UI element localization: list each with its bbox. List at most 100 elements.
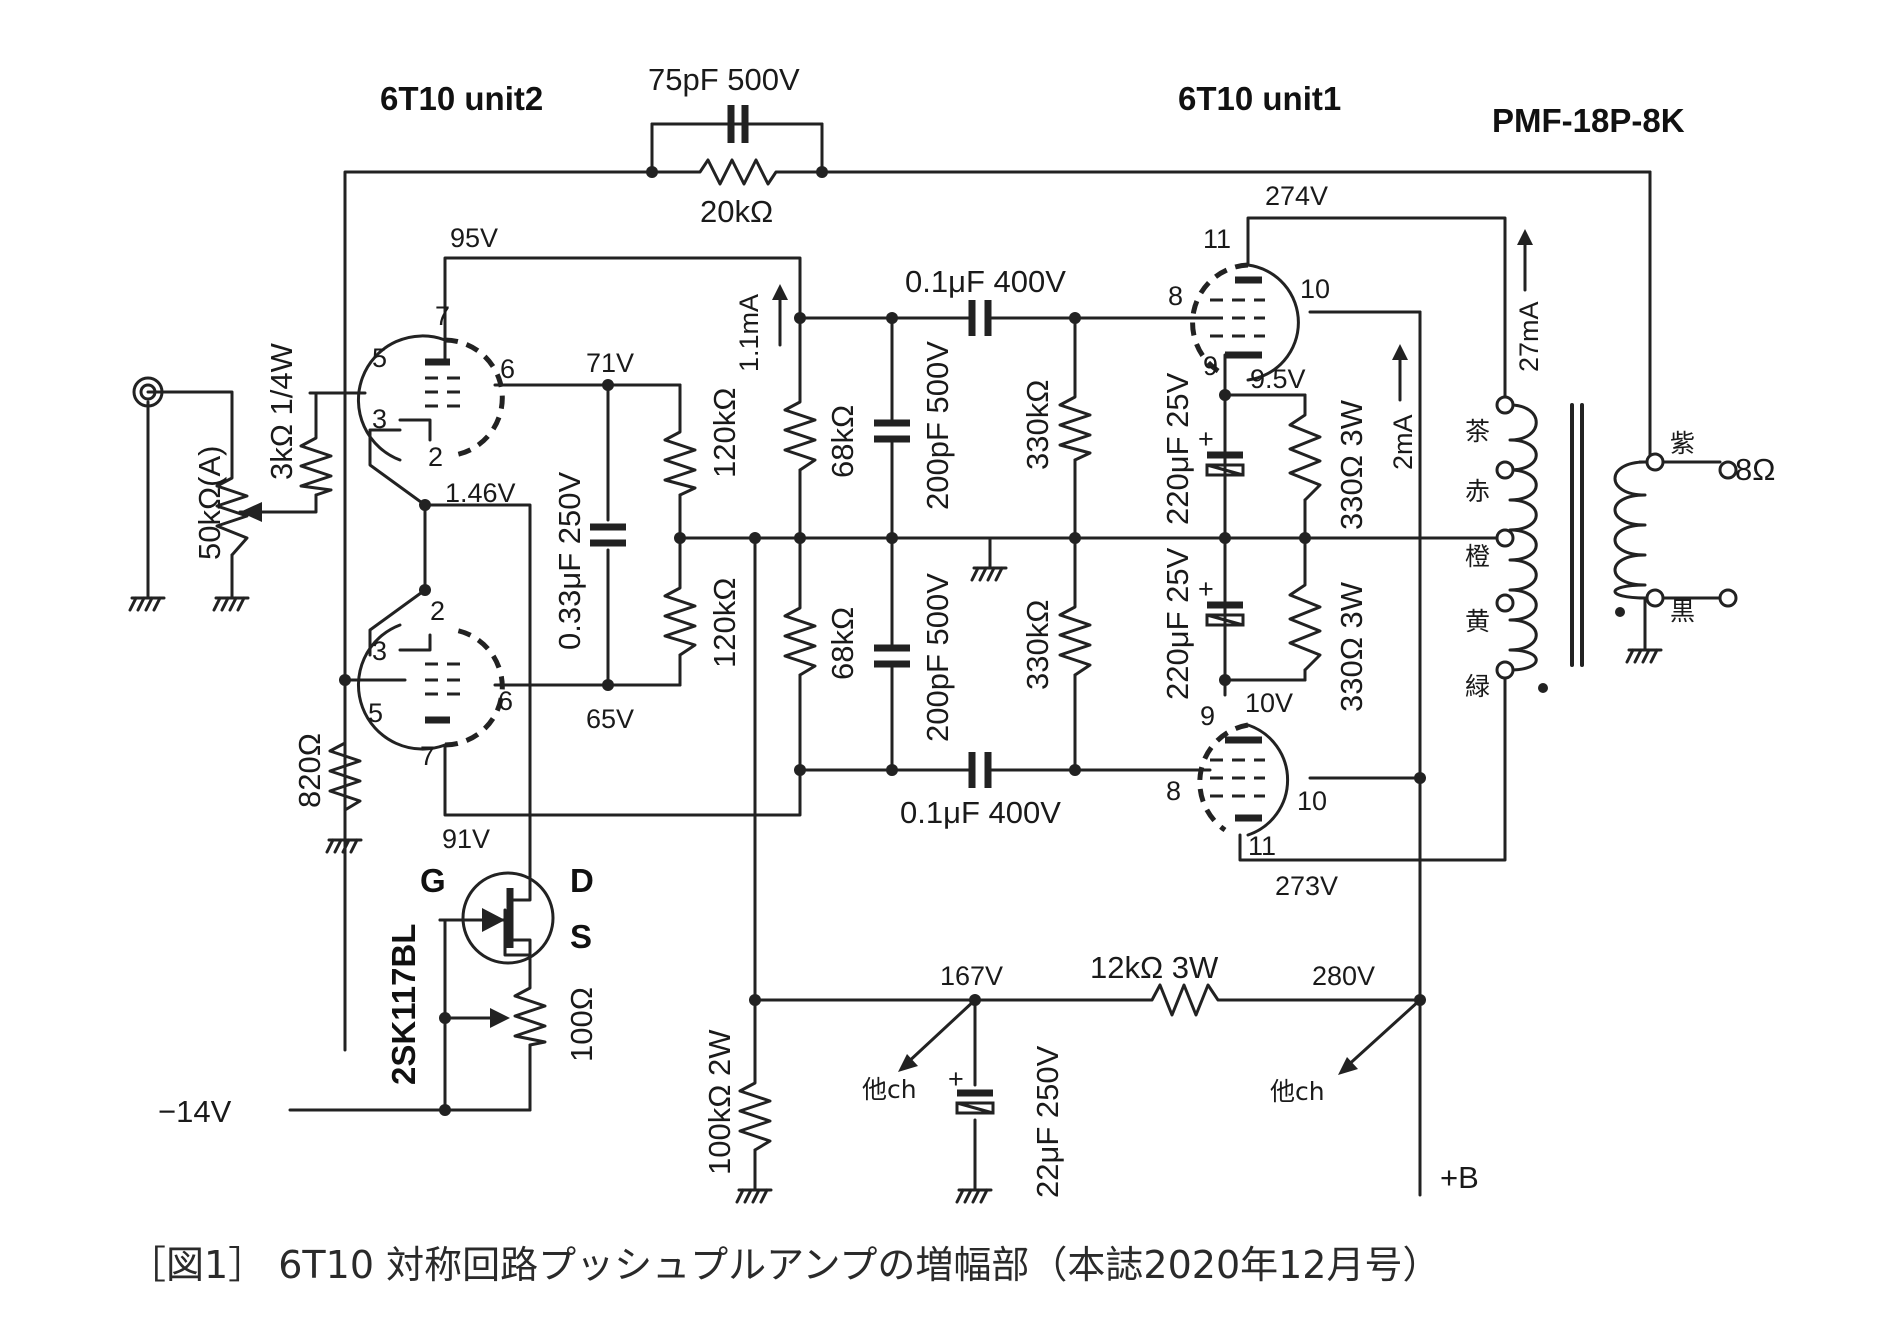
fet-d-label: D <box>570 862 594 899</box>
wires <box>146 122 1722 1197</box>
voltage-10v: 10V <box>1245 688 1293 718</box>
transformer-model: PMF-18P-8K <box>1492 102 1685 139</box>
cap-0-1uf-top-label: 0.1μF 400V <box>905 264 1066 299</box>
svg-text:+: + <box>948 1064 964 1094</box>
tube-unit1-lower <box>1197 722 1290 837</box>
voltage-71v: 71V <box>586 348 634 378</box>
ground-symbol <box>325 838 363 854</box>
resistor-330-top <box>1288 403 1322 502</box>
current-27ma: 27mA <box>1514 301 1544 372</box>
resistor-3k <box>299 428 333 497</box>
resistor-68k-bottom <box>783 598 817 677</box>
resistor-120k-top <box>663 423 697 497</box>
lead-color-label: 茶 <box>1465 417 1490 446</box>
pin-label: 6 <box>500 354 515 384</box>
pin-label: 11 <box>1203 224 1231 254</box>
pin-label: 2 <box>430 596 445 626</box>
junction-dots <box>339 166 1426 1116</box>
res-68k-bottom-label: 68kΩ <box>825 607 860 680</box>
lead-color-label: 黒 <box>1670 597 1695 626</box>
res-120k-top-label: 120kΩ <box>707 388 742 478</box>
voltage-273v: 273V <box>1275 871 1338 901</box>
cap-0-1uf-bottom-label: 0.1μF 400V <box>900 795 1061 830</box>
ground-symbol <box>212 596 250 612</box>
voltage-274v: 274V <box>1265 181 1328 211</box>
svg-text:+: + <box>1198 424 1214 454</box>
pot-50k-wiper <box>240 502 262 522</box>
pin-label: 10 <box>1300 274 1330 304</box>
pin-label: 5 <box>368 698 383 728</box>
resistor-820 <box>328 733 362 812</box>
voltage-9-5v: 9.5V <box>1250 364 1306 394</box>
svg-text:+: + <box>1198 574 1214 604</box>
resistor-20k <box>650 158 824 186</box>
voltage-1-46v: 1.46V <box>445 478 516 508</box>
output-8ohm-label: 8Ω <box>1735 452 1775 487</box>
lead-color-label: 紫 <box>1670 429 1695 458</box>
voltage-280v: 280V <box>1312 961 1375 991</box>
pin-label: 2 <box>428 442 443 472</box>
cap-22uf-label: 22μF 250V <box>1030 1045 1065 1198</box>
resistor-100-wiper <box>490 1008 510 1028</box>
resistor-120k-bottom <box>663 578 697 657</box>
tube-label-unit2: 6T10 unit2 <box>380 80 543 117</box>
ground-symbol <box>128 596 166 612</box>
cap-0-33uf-label: 0.33μF 250V <box>552 472 587 650</box>
resistor-330k-bottom <box>1058 598 1092 677</box>
lead-color-label: 黄 <box>1465 607 1490 636</box>
res-68k-top-label: 68kΩ <box>825 405 860 478</box>
figure-caption: ［図1］ 6T10 対称回路プッシュプルアンプの増幅部（本誌2020年12月号） <box>128 1243 1440 1287</box>
pin-label: 3 <box>372 636 387 666</box>
pin-label: 7 <box>435 301 450 331</box>
res-330k-bottom-label: 330kΩ <box>1020 600 1055 690</box>
resistor-330k-top <box>1058 388 1092 462</box>
cap-200pf-bottom-label: 200pF 500V <box>920 573 955 742</box>
res-120k-bottom-label: 120kΩ <box>707 578 742 668</box>
resistors <box>215 158 1322 1152</box>
res-820-label: 820Ω <box>292 733 327 808</box>
res-100-label: 100Ω <box>564 987 599 1062</box>
voltage-95v: 95V <box>450 223 498 253</box>
pin-label: 5 <box>372 343 387 373</box>
fet-g-label: G <box>420 862 446 899</box>
current-1-1ma: 1.1mA <box>734 294 764 372</box>
capacitors: + + + <box>590 105 1245 1115</box>
cap-220uf-top-label: 220μF 25V <box>1160 372 1195 525</box>
fet-part-label: 2SK117BL <box>385 924 422 1085</box>
pin-label: 3 <box>372 404 387 434</box>
voltage-65v: 65V <box>586 704 634 734</box>
voltage-neg14v: −14V <box>158 1094 232 1129</box>
other-ch-label: 他ch <box>862 1075 917 1104</box>
tube-unit2-lower <box>356 623 505 751</box>
res-3k-label: 3kΩ 1/4W <box>264 342 299 480</box>
pin-label: 9 <box>1203 351 1218 381</box>
res-330k-top-label: 330kΩ <box>1020 380 1055 470</box>
pot-50k-label: 50kΩ(A) <box>192 446 227 560</box>
lead-color-label: 緑 <box>1465 672 1490 701</box>
pin-label: 8 <box>1166 776 1181 806</box>
ground-symbol <box>735 1188 773 1204</box>
fet-s-label: S <box>570 918 592 955</box>
res-100k-label: 100kΩ 2W <box>702 1029 737 1175</box>
lead-color-label: 赤 <box>1465 477 1490 506</box>
labels: 6T10 unit2 6T10 unit1 PMF-18P-8K 75pF 50… <box>158 62 1775 1198</box>
ground-symbol <box>970 566 1008 582</box>
fet-2sk117bl <box>438 871 555 965</box>
pin-label: 7 <box>420 741 435 771</box>
cap-200pf-top-label: 200pF 500V <box>920 341 955 510</box>
pot-50k <box>215 468 249 557</box>
pin-label: 8 <box>1168 281 1183 311</box>
res-12k-label: 12kΩ 3W <box>1090 950 1219 985</box>
ground-symbol <box>1625 648 1663 664</box>
cap-220uf-bottom-label: 220μF 25V <box>1160 547 1195 700</box>
cap-75pf-label: 75pF 500V <box>648 62 800 97</box>
ground-symbol <box>955 1188 993 1204</box>
pin-label: 10 <box>1297 786 1327 816</box>
pin-label: 9 <box>1200 701 1215 731</box>
grounds <box>128 566 1663 1204</box>
res-330-top-label: 330Ω 3W <box>1334 399 1369 530</box>
input-jack <box>132 376 164 408</box>
output-transformer <box>1495 395 1738 693</box>
resistor-100 <box>513 978 547 1047</box>
